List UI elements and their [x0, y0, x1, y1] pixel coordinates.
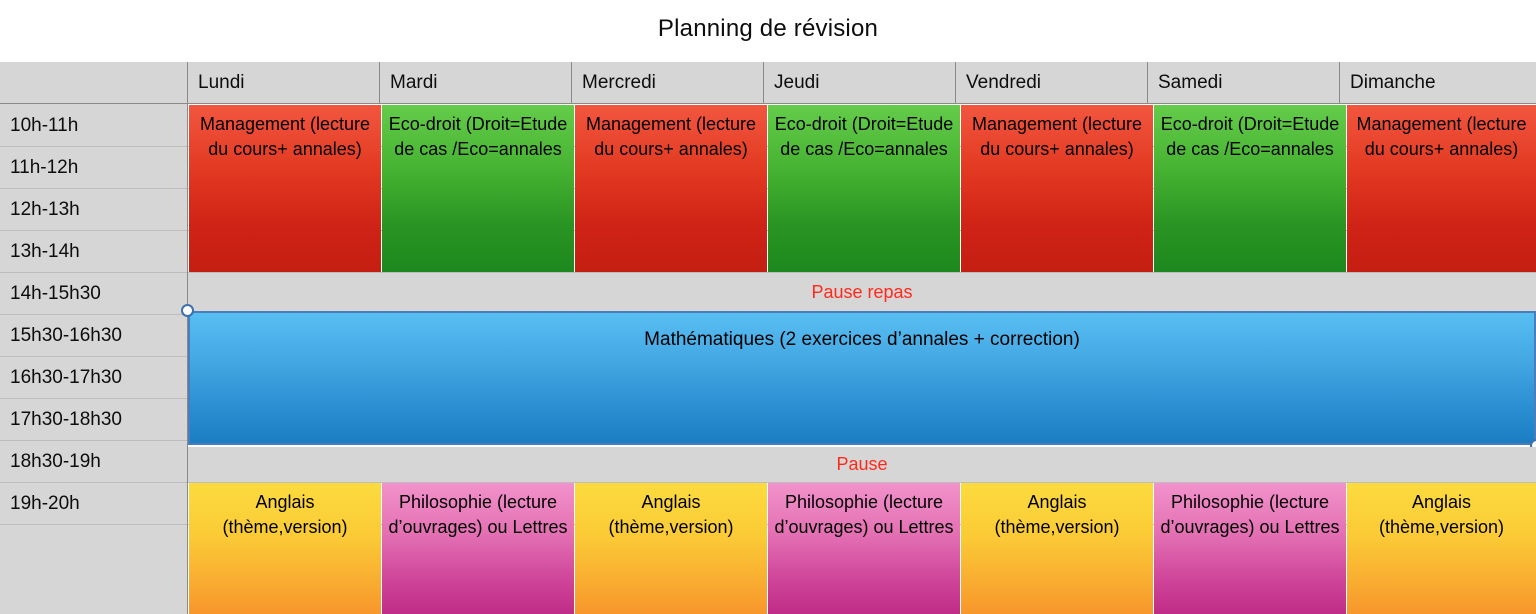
time-label-18h30-19h: 18h30-19h — [0, 441, 188, 482]
row-divider-9 — [0, 482, 1536, 483]
maths-label: Mathématiques (2 exercices d’annales + c… — [644, 329, 1080, 350]
maths-block-wrapper: Mathématiques (2 exercices d’annales + c… — [181, 304, 1536, 452]
column-header-lundi: Lundi — [188, 62, 380, 104]
cell-mercredi-evening[interactable]: Anglais (thème,version) — [575, 483, 767, 614]
column-header-vendredi: Vendredi — [956, 62, 1148, 104]
time-label-14h-15h30: 14h-15h30 — [0, 273, 188, 314]
cell-lundi-evening[interactable]: Anglais (thème,version) — [189, 483, 381, 614]
cell-vendredi-evening[interactable]: Anglais (thème,version) — [961, 483, 1153, 614]
time-label-17h30-18h30: 17h30-18h30 — [0, 399, 188, 440]
page-title: Planning de révision — [657, 15, 879, 42]
table-header-row: Lundi Mardi Mercredi Jeudi Vendredi Same… — [0, 62, 1536, 104]
time-label-13h-14h: 13h-14h — [0, 231, 188, 272]
time-label-10h-11h: 10h-11h — [0, 105, 188, 146]
pause-label: Pause — [836, 454, 888, 474]
cell-mathematiques[interactable]: Mathématiques (2 exercices d’annales + c… — [188, 311, 1536, 445]
time-label-15h30-16h30: 15h30-16h30 — [0, 315, 188, 356]
time-label-16h30-17h30: 16h30-17h30 — [0, 357, 188, 398]
cell-lundi-morning[interactable]: Management (lecture du cours+ annales) — [189, 105, 381, 272]
time-label-12h-13h: 12h-13h — [0, 189, 188, 230]
selection-handle-top-left[interactable] — [181, 304, 194, 317]
time-label-11h-12h: 11h-12h — [0, 147, 188, 188]
header-corner-cell — [0, 62, 188, 104]
cell-jeudi-morning[interactable]: Eco-droit (Droit=Etude de cas /Eco=annal… — [768, 105, 960, 272]
cell-jeudi-evening[interactable]: Philosophie (lecture d’ouvrages) ou Lett… — [768, 483, 960, 614]
pause-row[interactable]: Pause — [188, 447, 1536, 482]
header-divider — [0, 103, 1536, 104]
cell-samedi-evening[interactable]: Philosophie (lecture d’ouvrages) ou Lett… — [1154, 483, 1346, 614]
cell-mercredi-morning[interactable]: Management (lecture du cours+ annales) — [575, 105, 767, 272]
column-header-mardi: Mardi — [380, 62, 572, 104]
cell-samedi-morning[interactable]: Eco-droit (Droit=Etude de cas /Eco=annal… — [1154, 105, 1346, 272]
cell-vendredi-morning[interactable]: Management (lecture du cours+ annales) — [961, 105, 1153, 272]
pause-repas-label: Pause repas — [811, 281, 913, 302]
cell-mardi-morning[interactable]: Eco-droit (Droit=Etude de cas /Eco=annal… — [382, 105, 574, 272]
cell-dimanche-morning[interactable]: Management (lecture du cours+ annales) — [1347, 105, 1536, 272]
column-header-mercredi: Mercredi — [572, 62, 764, 104]
cell-mardi-evening[interactable]: Philosophie (lecture d’ouvrages) ou Lett… — [382, 483, 574, 614]
column-header-jeudi: Jeudi — [764, 62, 956, 104]
cell-dimanche-evening[interactable]: Anglais (thème,version) — [1347, 483, 1536, 614]
revision-schedule-table: Lundi Mardi Mercredi Jeudi Vendredi Same… — [0, 62, 1536, 614]
column-header-samedi: Samedi — [1148, 62, 1340, 104]
time-column-divider — [187, 62, 188, 614]
pause-repas-row[interactable]: Pause repas — [188, 273, 1536, 311]
column-header-dimanche: Dimanche — [1340, 62, 1536, 104]
row-divider-4 — [0, 272, 1536, 273]
time-label-19h-20h: 19h-20h — [0, 483, 188, 524]
